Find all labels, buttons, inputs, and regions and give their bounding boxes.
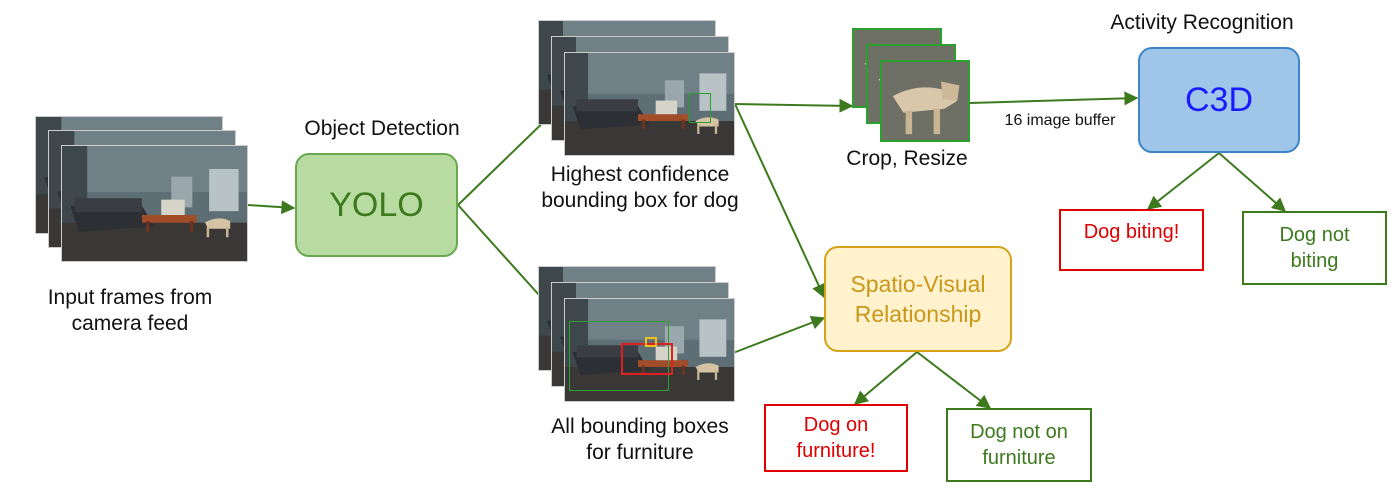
arrow-input-to-yolo <box>247 200 296 215</box>
furniture-caption-line1: All bounding boxes <box>551 415 729 438</box>
chair-bounding-box <box>645 337 657 347</box>
outcome-dog-not-biting: Dog not biting <box>1242 211 1387 285</box>
c3d-node: C3D <box>1138 47 1300 153</box>
arrow-c3d-to-biting <box>1146 152 1220 210</box>
outcome-dog-not-on-furniture: Dog not on furniture <box>946 408 1092 482</box>
outcome-not-biting-line2: biting <box>1290 250 1339 272</box>
outcome-on-line1: Dog on <box>803 414 869 436</box>
input-caption: Input frames from camera feed <box>20 285 240 337</box>
outcome-dog-biting: Dog biting! <box>1059 209 1204 271</box>
outcome-dog-on-furniture: Dog on furniture! <box>764 404 908 472</box>
arrow-dog-to-spatio <box>734 103 826 299</box>
input-caption-line2: camera feed <box>71 312 189 335</box>
outcome-off-line1: Dog not on <box>970 421 1068 443</box>
arrow-spatio-to-on <box>853 351 918 405</box>
c3d-label: C3D <box>1184 80 1254 119</box>
crop-caption: Crop, Resize <box>846 147 968 170</box>
buffer-label: 16 image buffer <box>1004 112 1116 129</box>
arrow-spatio-to-off <box>916 351 992 409</box>
dog-branch-caption: Highest confidence bounding box for dog <box>520 162 760 214</box>
spatio-visual-node: Spatio-Visual Relationship <box>824 246 1012 352</box>
arrow-c3d-to-not-biting <box>1218 152 1287 212</box>
dog-bounding-box <box>689 93 711 123</box>
crop-frame-front <box>880 60 970 142</box>
yolo-label: YOLO <box>329 185 424 224</box>
object-detection-title: Object Detection <box>304 117 460 140</box>
outcome-off-line2: furniture <box>982 447 1056 469</box>
outcome-on-line2: furniture! <box>796 440 876 462</box>
furniture-caption-line2: for furniture <box>586 441 694 464</box>
furniture-frame-front <box>564 298 735 402</box>
dog-caption-line1: Highest confidence <box>550 163 730 186</box>
arrow-yolo-to-dog <box>457 109 558 206</box>
outcome-dog-biting-label: Dog biting! <box>1083 221 1180 243</box>
sofa-bounding-box <box>569 321 669 391</box>
input-frame-front <box>61 145 248 262</box>
spatio-label-line1: Spatio-Visual <box>850 271 986 297</box>
arrow-dog-to-crop <box>734 98 854 113</box>
yolo-node: YOLO <box>295 153 458 257</box>
input-caption-line1: Input frames from <box>47 286 213 309</box>
table-bounding-box <box>621 343 673 375</box>
dog-frame-front <box>564 52 735 156</box>
activity-title: Activity Recognition <box>1110 11 1294 34</box>
spatio-label-line2: Relationship <box>854 301 982 327</box>
furniture-branch-caption: All bounding boxes for furniture <box>520 414 760 466</box>
arrow-furniture-to-spatio <box>732 315 826 354</box>
dog-caption-line2: bounding box for dog <box>541 189 739 212</box>
arrow-crop-to-c3d <box>969 91 1139 106</box>
outcome-not-biting-line1: Dog not <box>1279 224 1350 246</box>
